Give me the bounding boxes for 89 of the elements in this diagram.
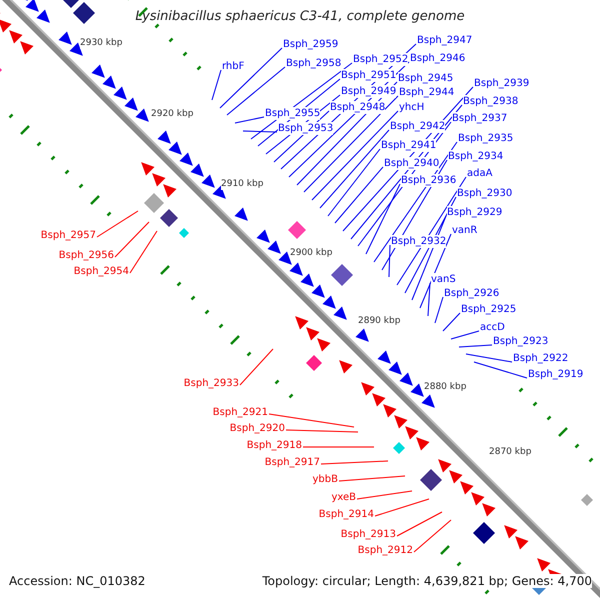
leader-line <box>114 222 150 258</box>
gene-label: Bsph_2952 <box>353 53 408 66</box>
leader-line <box>420 234 452 308</box>
scale-label: 2920 kbp <box>151 109 194 120</box>
leader-line <box>320 130 390 208</box>
gene-label: Bsph_2926 <box>444 287 500 300</box>
scale-label: 2880 kbp <box>424 382 466 393</box>
gene-label: Bsph_2913 <box>340 528 396 541</box>
leader-line <box>220 48 282 108</box>
leader-line <box>226 66 286 116</box>
leader-line <box>302 446 374 448</box>
scale-label: 2930 kbp <box>80 38 122 49</box>
gene-label: Bsph_2922 <box>513 352 568 365</box>
gene-label: Bsph_2917 <box>264 456 320 469</box>
leader-line <box>396 512 442 536</box>
leader-line <box>320 460 388 464</box>
leader-line <box>212 70 222 100</box>
leader-line <box>304 96 398 192</box>
gene-label: Bsph_2954 <box>74 265 129 278</box>
gene-label: Bsph_2920 <box>230 422 285 435</box>
scale-label: 2870 kbp <box>489 447 532 458</box>
gene-label: Bsph_2938 <box>463 95 518 108</box>
title: Lysinibacillus sphaericus C3-41, complete genome <box>134 9 466 24</box>
gene-label: Bsph_2930 <box>457 187 512 200</box>
gene-label: Bsph_2933 <box>184 377 239 390</box>
gene-label: Bsph_2947 <box>417 34 472 47</box>
leader-line <box>428 282 430 316</box>
gene-label: Bsph_2951 <box>341 69 396 82</box>
leader-line <box>450 330 480 340</box>
leader-line <box>328 148 380 216</box>
leader-line <box>338 476 406 482</box>
gene-label: Bsph_2955 <box>265 107 320 120</box>
leader-line <box>96 210 138 238</box>
gene-label: Bsph_2953 <box>278 122 334 135</box>
gene-label: Bsph_2948 <box>330 101 386 114</box>
gene-label: Bsph_2940 <box>384 157 440 170</box>
leader-line <box>356 490 412 500</box>
leader-line <box>334 166 384 224</box>
gene-label: Bsph_2923 <box>493 335 548 348</box>
gene-label: Bsph_2932 <box>391 235 446 248</box>
gene-label: Bsph_2944 <box>399 86 454 99</box>
gene-label: Bsph_2936 <box>401 174 456 187</box>
gene-label: Bsph_2939 <box>474 77 530 90</box>
gene-label: ybbB <box>312 473 338 486</box>
leader-line <box>466 354 512 362</box>
scale-label: 2910 kbp <box>221 179 264 190</box>
gene-label: Bsph_2929 <box>447 206 502 219</box>
gene-label: Bsph_2937 <box>452 112 508 125</box>
leader-line <box>240 348 274 386</box>
scale-label: 2900 kbp <box>290 248 332 259</box>
gene-label: Bsph_2919 <box>528 368 584 381</box>
gene-label: Bsph_2941 <box>381 139 436 152</box>
gene-label: Bsph_2945 <box>398 72 454 85</box>
gene-label: yxeB <box>331 491 356 504</box>
gene-label: Bsph_2934 <box>448 150 504 163</box>
gene-label: vanS <box>431 273 456 286</box>
info-text: Topology: circular; Length: 4,639,821 bp; Genes: 4,700 <box>262 574 592 588</box>
leader-line <box>474 362 528 378</box>
leader-line <box>130 230 158 274</box>
leader-line <box>442 312 460 332</box>
leader-line <box>242 130 278 132</box>
leader-line <box>458 344 492 348</box>
gene-label: Bsph_2912 <box>358 544 413 557</box>
info-text: Accession: NC_010382 <box>9 574 146 588</box>
leader-line <box>366 184 400 254</box>
leader-line <box>234 116 264 124</box>
gene-label: Bsph_2956 <box>58 249 114 262</box>
leader-line <box>374 142 458 262</box>
gene-label: Bsph_2918 <box>246 439 302 452</box>
leader-line <box>312 110 398 200</box>
leader-line <box>286 430 358 432</box>
leader-line <box>396 176 466 286</box>
leader-line <box>434 296 444 324</box>
scale-label: 2890 kbp <box>358 316 400 327</box>
gene-label: Bsph_2959 <box>283 38 338 51</box>
gene-label: Bsph_2942 <box>390 120 446 133</box>
gene-label: Bsph_2935 <box>458 132 514 145</box>
gene-label: Bsph_2925 <box>461 303 516 316</box>
leader-line <box>374 498 430 516</box>
gene-label: Bsph_2958 <box>286 57 342 70</box>
leader-line <box>388 244 390 278</box>
gene-label: Bsph_2949 <box>341 85 396 98</box>
gene-label: Bsph_2914 <box>318 508 374 521</box>
leader-line <box>414 520 452 552</box>
gene-label: Bsph_2957 <box>40 229 96 242</box>
gene-label: Bsph_2946 <box>410 52 466 65</box>
leader-line <box>268 414 354 428</box>
gene-label: Bsph_2921 <box>212 406 268 419</box>
gene-label: yhcH <box>399 101 424 114</box>
